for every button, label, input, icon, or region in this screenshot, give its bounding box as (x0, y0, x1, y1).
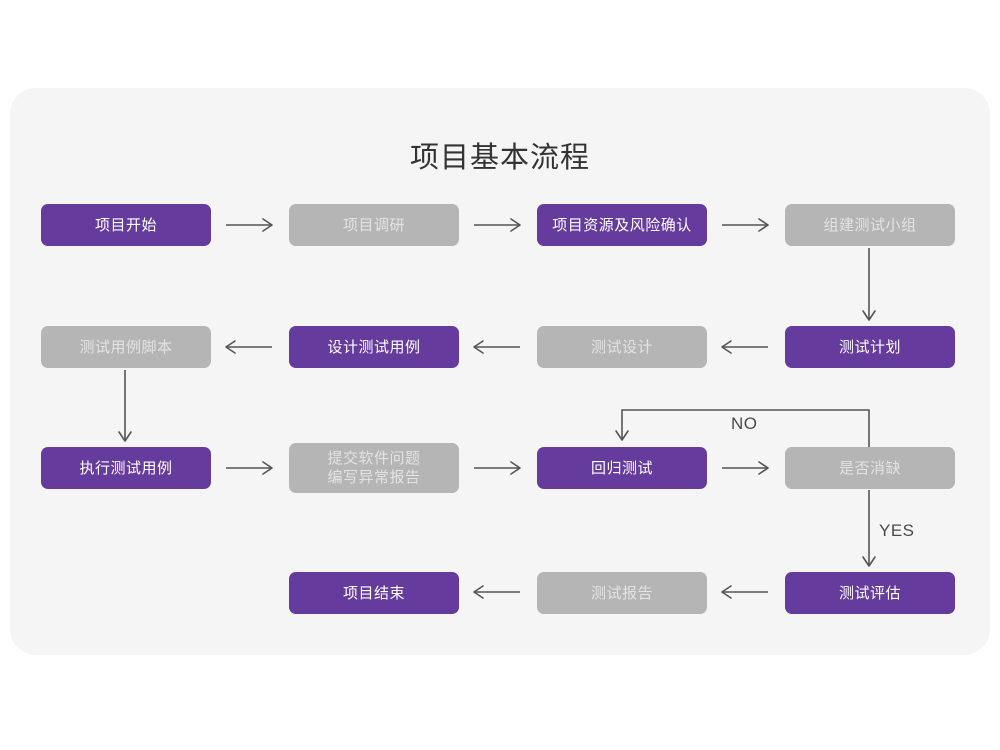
flowchart-card (10, 88, 990, 655)
node-defect-resolved-decision[interactable]: 是否消缺 (785, 447, 955, 489)
node-build-test-team[interactable]: 组建测试小组 (785, 204, 955, 246)
decision-label-yes: YES (879, 521, 915, 540)
node-test-plan[interactable]: 测试计划 (785, 326, 955, 368)
node-regression-test[interactable]: 回归测试 (537, 447, 707, 489)
page-title: 项目基本流程 (409, 142, 590, 174)
node-execute-test-case[interactable]: 执行测试用例 (41, 447, 211, 489)
node-project-start[interactable]: 项目开始 (41, 204, 211, 246)
node-submit-defect-report[interactable]: 提交软件问题 编写异常报告 (289, 443, 459, 493)
node-test-case-script[interactable]: 测试用例脚本 (41, 326, 211, 368)
node-design-test-case[interactable]: 设计测试用例 (289, 326, 459, 368)
decision-label-no: NO (731, 414, 758, 433)
node-resource-risk-confirm[interactable]: 项目资源及风险确认 (537, 204, 707, 246)
node-project-research[interactable]: 项目调研 (289, 204, 459, 246)
node-test-report[interactable]: 测试报告 (537, 572, 707, 614)
node-project-end[interactable]: 项目结束 (289, 572, 459, 614)
node-test-evaluation[interactable]: 测试评估 (785, 572, 955, 614)
node-test-design[interactable]: 测试设计 (537, 326, 707, 368)
